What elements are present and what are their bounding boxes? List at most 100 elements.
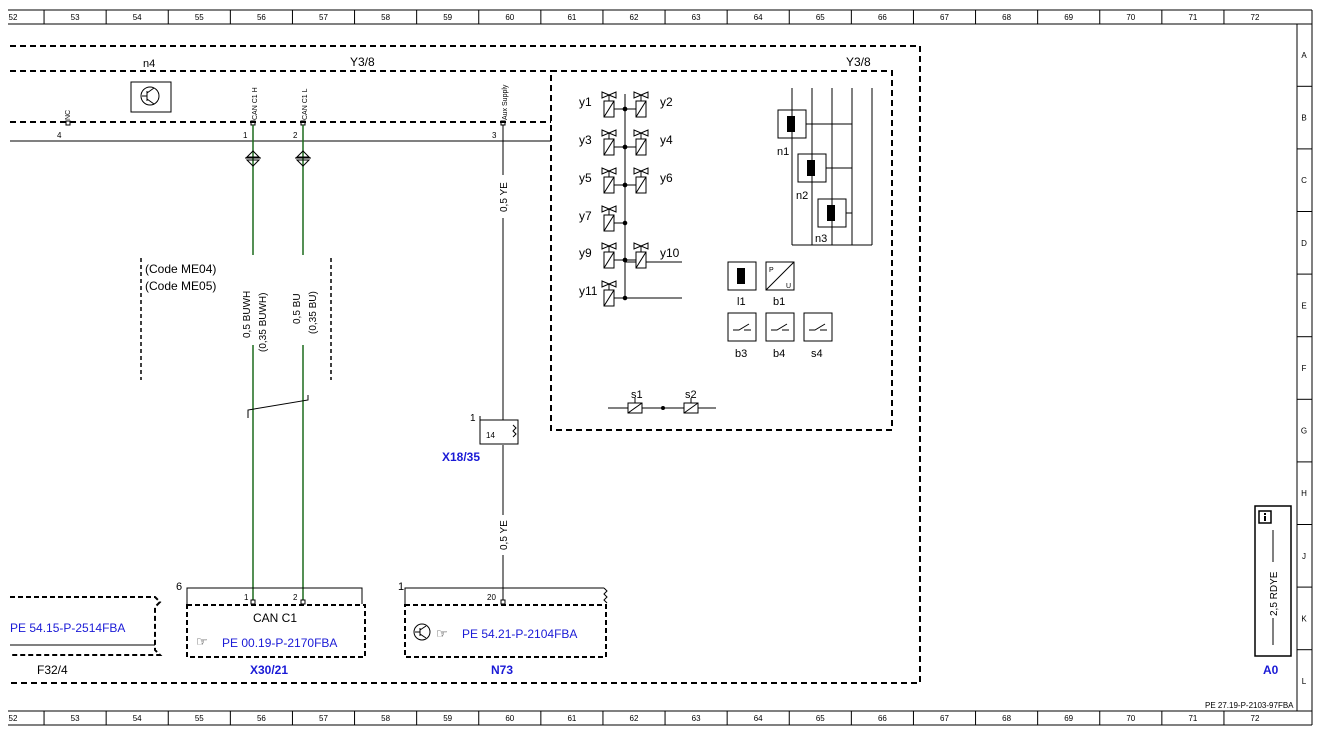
a0-name[interactable]: A0 (1263, 663, 1279, 677)
ruler-ticks (43, 10, 1312, 725)
ruler-number-top: 72 (1251, 13, 1260, 22)
ruler-number-bottom: 62 (630, 714, 639, 723)
s1-label: s1 (631, 389, 643, 401)
ruler-number-bottom: 54 (133, 714, 142, 723)
s-junction (661, 406, 665, 410)
ruler-number-bottom: 55 (195, 714, 204, 723)
x3021-pin2: 2 (293, 593, 298, 602)
y38-label-right: Y3/8 (846, 55, 871, 69)
a0-label-bg (1265, 562, 1281, 618)
pin-2-label: 2 (293, 131, 298, 140)
sensor-n2-label: n2 (796, 190, 808, 202)
aux-wire (479, 125, 519, 600)
ruler-frame (8, 9, 1313, 726)
can-wire-markers (245, 150, 311, 418)
sensor-cores (787, 116, 835, 221)
b1-u-label: U (786, 283, 791, 290)
ruler-letter: F (1302, 364, 1307, 373)
ruler-number-top: 63 (692, 13, 701, 22)
ruler-letter: L (1302, 677, 1307, 686)
ruler-number-top: 55 (195, 13, 204, 22)
n73-outline (404, 604, 607, 658)
ruler-letter: C (1301, 176, 1307, 185)
valve-label: y10 (660, 246, 680, 260)
ruler-number-bottom: 65 (816, 714, 825, 723)
ruler-number-top: 70 (1126, 13, 1135, 22)
ruler-number-top: 53 (71, 13, 80, 22)
ruler-number-bottom: 56 (257, 714, 266, 723)
valve-label: y9 (579, 246, 592, 260)
pointing-hand-icon: ☞ (196, 634, 208, 649)
sensor-n3-label: n3 (815, 233, 827, 245)
ruler-number-top: 67 (940, 13, 949, 22)
valve-label: y5 (579, 171, 592, 185)
a0-box (1254, 505, 1292, 657)
valve-label: y11 (579, 284, 598, 298)
ruler-number-bottom: 53 (71, 714, 80, 723)
ruler-number-top: 60 (505, 13, 514, 22)
f324-ref[interactable]: PE 54.15-P-2514FBA (10, 621, 125, 635)
x1835-label[interactable]: X18/35 (442, 450, 480, 464)
info-icon (1258, 510, 1272, 524)
b1-label: b1 (773, 296, 785, 308)
ruler-number-bottom: 68 (1002, 714, 1011, 723)
ruler-number-top: 52 (9, 13, 18, 22)
ruler-number-top: 59 (443, 13, 452, 22)
valve-block (601, 91, 682, 307)
ruler-number-bottom: 64 (754, 714, 763, 723)
x1835-pin-inner: 14 (486, 431, 495, 440)
ruler-letter: E (1301, 301, 1306, 310)
b3-label: b3 (735, 348, 747, 360)
ruler-number-bottom: 57 (319, 714, 328, 723)
ruler-number-bottom: 67 (940, 714, 949, 723)
valve-label: y1 (579, 95, 592, 109)
ruler-number-bottom: 70 (1126, 714, 1135, 723)
l1-label: l1 (737, 296, 746, 308)
sensor-block (777, 88, 873, 246)
x3021-title: CAN C1 (253, 611, 297, 625)
ruler-number-top: 68 (1002, 13, 1011, 22)
ruler-letter: J (1302, 552, 1306, 561)
x3021-pin1: 1 (244, 593, 249, 602)
ruler-letter: B (1301, 114, 1306, 123)
ruler-letter: G (1301, 427, 1307, 436)
wire-buwh-label: 0,5 BUWH (242, 291, 253, 338)
n73-box (404, 587, 608, 604)
ruler-letter: A (1301, 51, 1307, 60)
connector-bar (10, 120, 551, 142)
wire-bu-alt-label: (0,35 BU) (308, 291, 319, 334)
pin-3-label: 3 (492, 131, 497, 140)
x3021-outline (186, 604, 366, 658)
sensor-n1-label: n1 (777, 146, 789, 158)
n73-name[interactable]: N73 (491, 663, 513, 677)
x3021-name[interactable]: X30/21 (250, 663, 288, 677)
n73-transistor-icon (413, 623, 431, 641)
pin-4-label: 4 (57, 131, 62, 140)
ruler-number-bottom: 63 (692, 714, 701, 723)
x1835-pin-outer: 1 (470, 413, 476, 424)
f324-name: F32/4 (37, 663, 68, 677)
n73-pin-top: 1 (398, 581, 404, 593)
ruler-number-top: 61 (567, 13, 576, 22)
ruler-number-bottom: 71 (1188, 714, 1197, 723)
component-symbols (727, 261, 833, 342)
ruler-letter: D (1301, 239, 1307, 248)
wire-bu-label: 0,5 BU (292, 293, 303, 324)
wire-buwh-alt-label: (0,35 BUWH) (258, 293, 269, 352)
pin-can-l-label: CAN C1 L (302, 88, 309, 120)
x3021-pin-top: 6 (176, 581, 182, 593)
n73-pin20: 20 (487, 593, 496, 602)
s1-s2-symbols (608, 398, 716, 414)
n73-ref[interactable]: PE 54.21-P-2104FBA (462, 627, 577, 641)
ruler-number-top: 71 (1188, 13, 1197, 22)
ruler-number-bottom: 60 (505, 714, 514, 723)
ruler-number-top: 57 (319, 13, 328, 22)
ruler-number-bottom: 58 (381, 714, 390, 723)
ruler-number-top: 56 (257, 13, 266, 22)
x3021-ref[interactable]: PE 00.19-P-2170FBA (222, 636, 337, 650)
